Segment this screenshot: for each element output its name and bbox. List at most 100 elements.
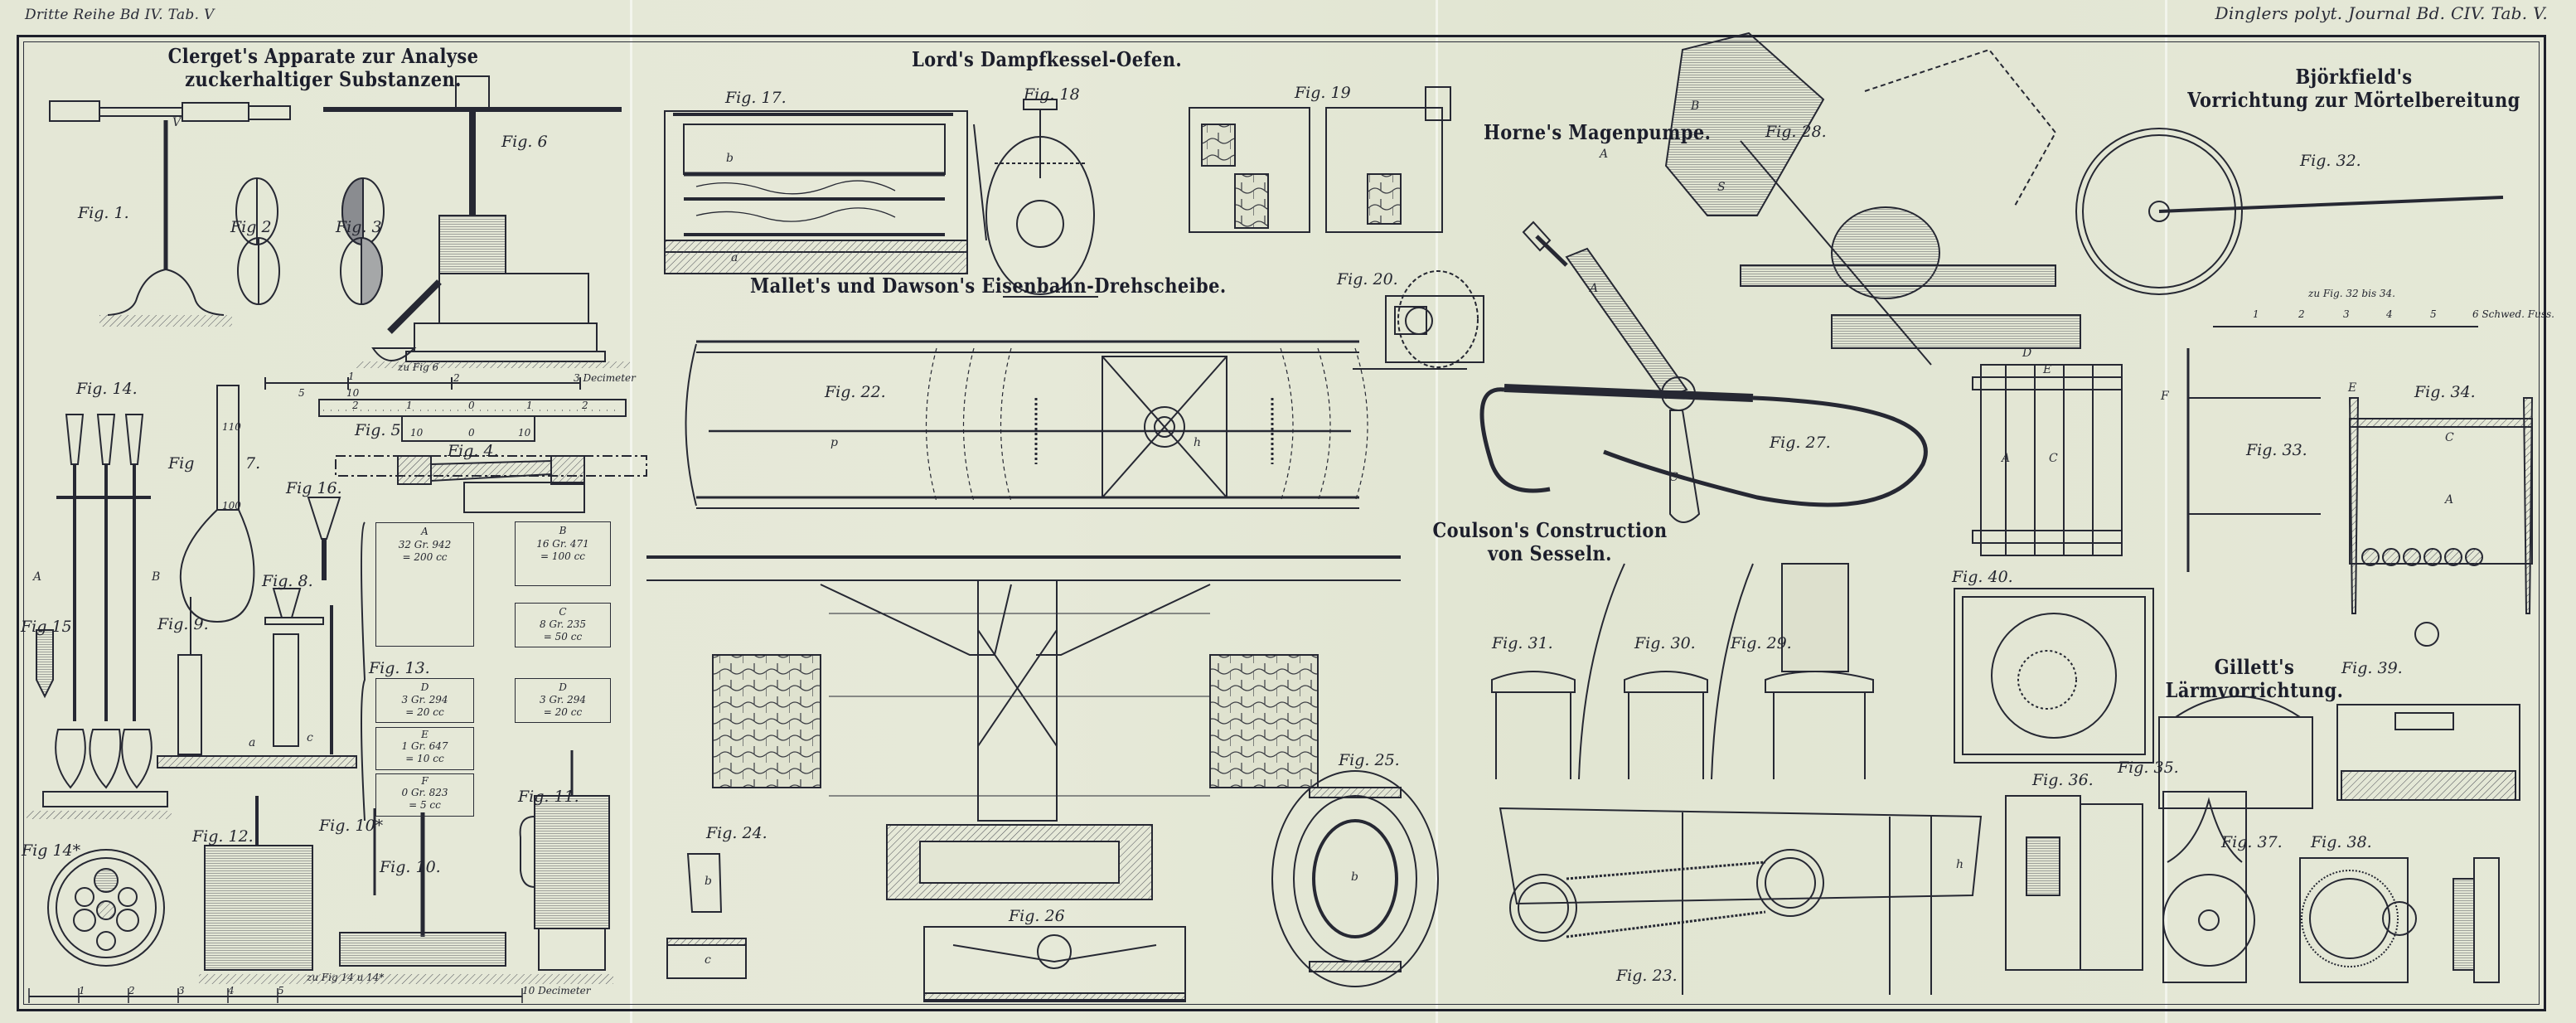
fig-label-15: Fig 15 [21, 618, 72, 636]
fig13-box-letter: D [559, 681, 567, 693]
fig-label-14: Fig. 14. [76, 380, 138, 398]
part-letter: V [172, 116, 182, 129]
scale-fig32-tick: 3 [2343, 308, 2350, 320]
fig-label-34: Fig. 34. [2414, 383, 2476, 401]
fig-label-2: Fig 2 [230, 218, 272, 236]
fig13-box-weight: 3 Gr. 294 [401, 694, 448, 705]
fig23-pit-section [646, 555, 1401, 900]
part-letter: D [2022, 347, 2032, 360]
fig13-box-weight: 1 Gr. 647 [401, 740, 448, 753]
fig13-box-letter: E [421, 729, 429, 740]
fig-label-1: Fig. 1. [78, 204, 129, 222]
section-title-gillett: Gillett's Lärmvorrichtung. [2155, 656, 2354, 702]
scale-fig14-tick: 2 [128, 985, 135, 996]
scale-fig32-tick: 5 [2430, 308, 2437, 320]
fig-label-39: Fig. 39. [2341, 659, 2403, 677]
fig-label-10-star: Fig. 10* [319, 817, 384, 835]
scale-fig5-vernier: 10 [410, 427, 424, 439]
fig-label-33: Fig. 33. [2246, 441, 2307, 459]
part-letter: C [2445, 431, 2454, 444]
fig-label-10: Fig. 10. [380, 858, 441, 876]
fig-label-23: Fig. 23. [1616, 967, 1678, 985]
fold-line [2165, 0, 2167, 1023]
fig13-box-volume: = 50 cc [543, 631, 583, 642]
fig-label-19: Fig. 19 [1295, 84, 1351, 102]
part-letter: A [1590, 282, 1599, 295]
scale-fig32-tick: 4 [2386, 308, 2393, 320]
fig13-box-volume: = 5 cc [409, 798, 441, 811]
fig-label-9: Fig. 9. [157, 615, 209, 633]
part-letter: A [2445, 493, 2454, 507]
scale-fig5-tick: 1 [406, 400, 413, 411]
scale-fig5-tick: 2 [582, 400, 588, 411]
fig-label-18: Fig. 18 [1024, 85, 1080, 104]
scale-fig14-unit: 10 Decimeter [522, 985, 591, 996]
scale-fig5-vernier: 10 [518, 427, 531, 439]
fig-label-30: Fig. 30. [1634, 634, 1696, 652]
part-letter: 100 [222, 500, 241, 511]
plate-border [17, 35, 2546, 1011]
scale-fig14-tick: 3 [178, 985, 185, 996]
part-letter: h [1194, 436, 1202, 449]
fig13-box-volume: = 20 cc [543, 706, 583, 718]
fig-label-25: Fig. 25. [1339, 751, 1400, 769]
part-letter: p [830, 436, 838, 449]
fig-label-22: Fig. 22. [825, 383, 886, 401]
fig-label-36: Fig. 36. [2032, 771, 2094, 789]
fig-label-24: Fig. 24. [706, 824, 767, 842]
fig-label-26: Fig. 26 [1009, 907, 1065, 925]
scale-fig32-caption: zu Fig. 32 bis 34. [2308, 288, 2395, 299]
part-letter: A [33, 570, 42, 584]
fig13-box-d2: D 3 Gr. 294 = 20 cc [515, 678, 611, 723]
section-title-bjorkfield-line2: Vorrichtung zur Mörtelbereitung [2187, 87, 2520, 112]
plate-inner-border [23, 41, 2540, 1005]
fig-label-29: Fig. 29. [1731, 634, 1792, 652]
part-letter: a [731, 251, 738, 264]
fig-label-38: Fig. 38. [2311, 833, 2372, 851]
fig-label-32: Fig. 32. [2300, 152, 2361, 170]
fig13-box-a: A 32 Gr. 942 = 200 cc [375, 522, 474, 647]
fig17-boiler [664, 110, 987, 274]
part-letter: S [1717, 181, 1726, 194]
scale-fig6-tick: 2 [453, 372, 460, 384]
section-title-coulson-line2: von Sesseln. [1488, 541, 1612, 565]
fig14-star-dish [47, 849, 165, 967]
fig-label-3: Fig. 3 [336, 218, 382, 236]
fig13-box-letter: C [559, 606, 567, 618]
fig-label-5: Fig. 5 [355, 421, 401, 439]
part-letter: c [307, 731, 313, 744]
fig-label-35: Fig. 35. [2118, 759, 2179, 777]
scale-fig6-unit: 3 Decimeter [574, 372, 636, 384]
fig-label-17: Fig. 17. [725, 89, 787, 107]
fig13-box-volume: = 200 cc [402, 551, 448, 564]
part-letter: E [2043, 363, 2052, 376]
part-letter: C [2049, 452, 2058, 465]
scale-fig14-caption: zu Fig 14 u 14* [307, 972, 385, 983]
fold-line [630, 0, 632, 1023]
scale-fig5-tick: 2 [352, 400, 359, 411]
fig13-box-volume: = 10 cc [405, 752, 444, 764]
fig13-box-letter: F [421, 775, 429, 787]
part-letter: a [249, 736, 256, 749]
section-title-clerget: Clerget's Apparate zur Analyse zuckerhal… [167, 44, 479, 91]
fig13-box-volume: = 100 cc [540, 550, 586, 563]
section-title-bjorkfield: Björkfield's Vorrichtung zur Mörtelberei… [2172, 65, 2536, 112]
part-letter: b [726, 152, 734, 165]
part-letter: B [152, 570, 161, 584]
fig-label-8: Fig. 8. [262, 572, 313, 590]
fig13-box-d: D 3 Gr. 294 = 20 cc [375, 678, 474, 723]
fig13-box-letter: B [559, 525, 567, 536]
section-title-gillett-line2: Lärmvorrichtung. [2165, 677, 2344, 702]
fig6-press [323, 75, 630, 368]
fig13-box-letter: A [421, 526, 429, 537]
fig22-turntable [685, 340, 1368, 509]
fig13-box-weight: 16 Gr. 471 [536, 537, 589, 550]
section-title-mallet: Mallet's und Dawson's Eisenbahn-Drehsche… [750, 274, 1227, 298]
section-title-coulson-line1: Coulson's Construction [1432, 518, 1668, 542]
scale-fig32-tick: 2 [2298, 308, 2305, 320]
fig-label-37: Fig. 37. [2221, 833, 2283, 851]
scale-fig14-tick: 4 [228, 985, 235, 996]
scale-fig32-tick: 1 [2253, 308, 2259, 320]
